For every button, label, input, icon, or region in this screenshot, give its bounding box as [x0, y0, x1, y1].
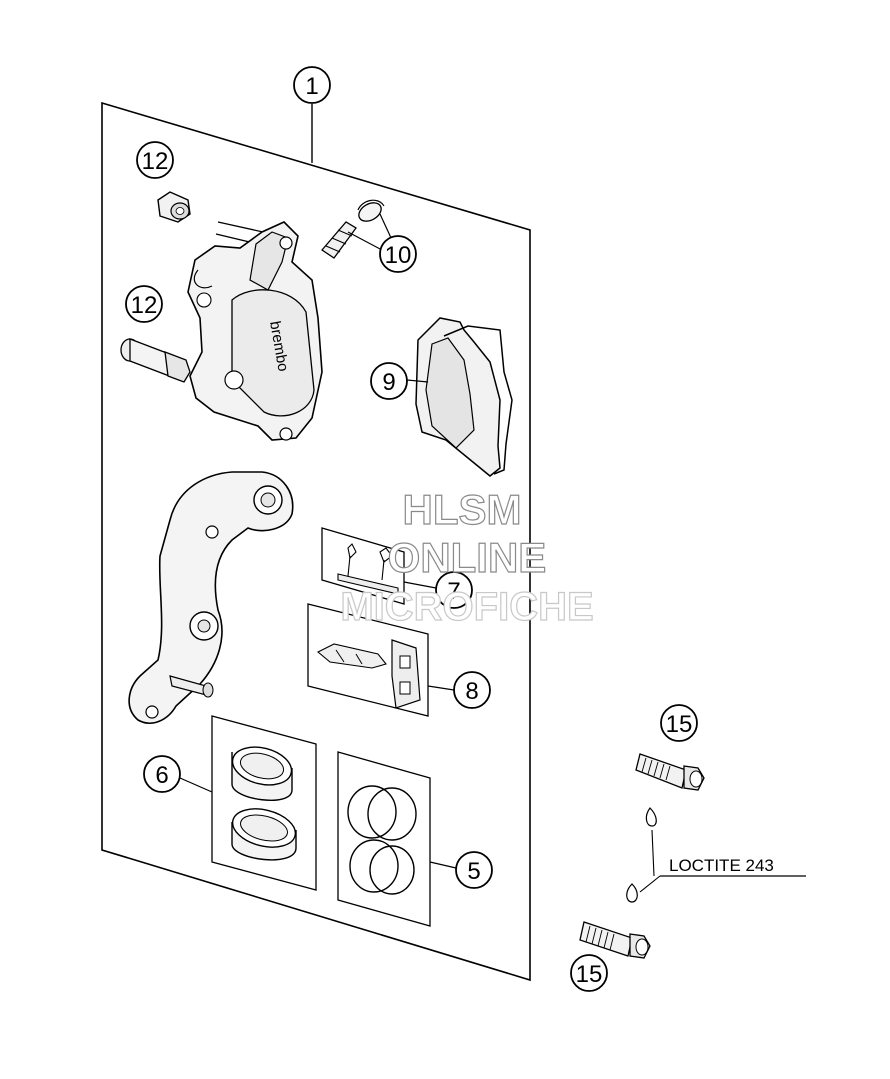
callout-1-label: 1 [305, 73, 318, 100]
brake-pads-part [415, 317, 513, 477]
callout-12-top: 12 [136, 141, 174, 179]
watermark-line-3: MICROFICHE [340, 585, 593, 629]
bleeder-valve-part [321, 199, 385, 259]
callout-9-label: 9 [382, 369, 395, 396]
callout-5-label: 5 [467, 858, 480, 885]
callout-7: 7 [403, 571, 473, 609]
watermark-line-2: ONLINE [388, 534, 547, 581]
caliper-support-part [128, 471, 294, 724]
callout-10-label: 10 [385, 242, 412, 269]
callout-10: 10 [347, 213, 417, 273]
brake-caliper-part: brembo [187, 221, 323, 441]
guide-pin-part [120, 338, 191, 383]
pistons-part [211, 715, 317, 891]
callout-7-label: 7 [447, 578, 460, 605]
callout-12-top-label: 12 [142, 148, 169, 175]
callout-15-top: 15 [660, 704, 698, 742]
loctite-note: LOCTITE 243 [669, 856, 774, 875]
seal-rings-part [337, 751, 431, 927]
callout-5: 5 [429, 851, 493, 889]
bushing-part [157, 191, 191, 223]
watermark: HLSM ONLINE MICROFICHE [340, 485, 595, 629]
screw-top-part [635, 753, 705, 791]
callout-1: 1 [293, 66, 331, 163]
screw-bottom-part [579, 921, 651, 959]
loctite-drop-top [645, 807, 657, 827]
pin-kit-part [321, 527, 405, 605]
callout-6: 6 [143, 755, 213, 793]
callout-15-bottom-label: 15 [576, 961, 603, 988]
callout-8: 8 [427, 671, 491, 709]
callout-8-label: 8 [465, 678, 478, 705]
clip-kit-part [307, 603, 429, 717]
callout-9: 9 [370, 362, 429, 400]
callout-15-top-label: 15 [666, 711, 693, 738]
callout-6-label: 6 [155, 762, 168, 789]
watermark-line-1: HLSM [403, 486, 522, 533]
callout-12-lower: 12 [125, 285, 163, 323]
loctite-drop-bottom [626, 883, 638, 903]
callout-12-lower-label: 12 [131, 292, 158, 319]
loctite-leader [639, 829, 806, 893]
callout-15-bottom: 15 [570, 954, 608, 992]
